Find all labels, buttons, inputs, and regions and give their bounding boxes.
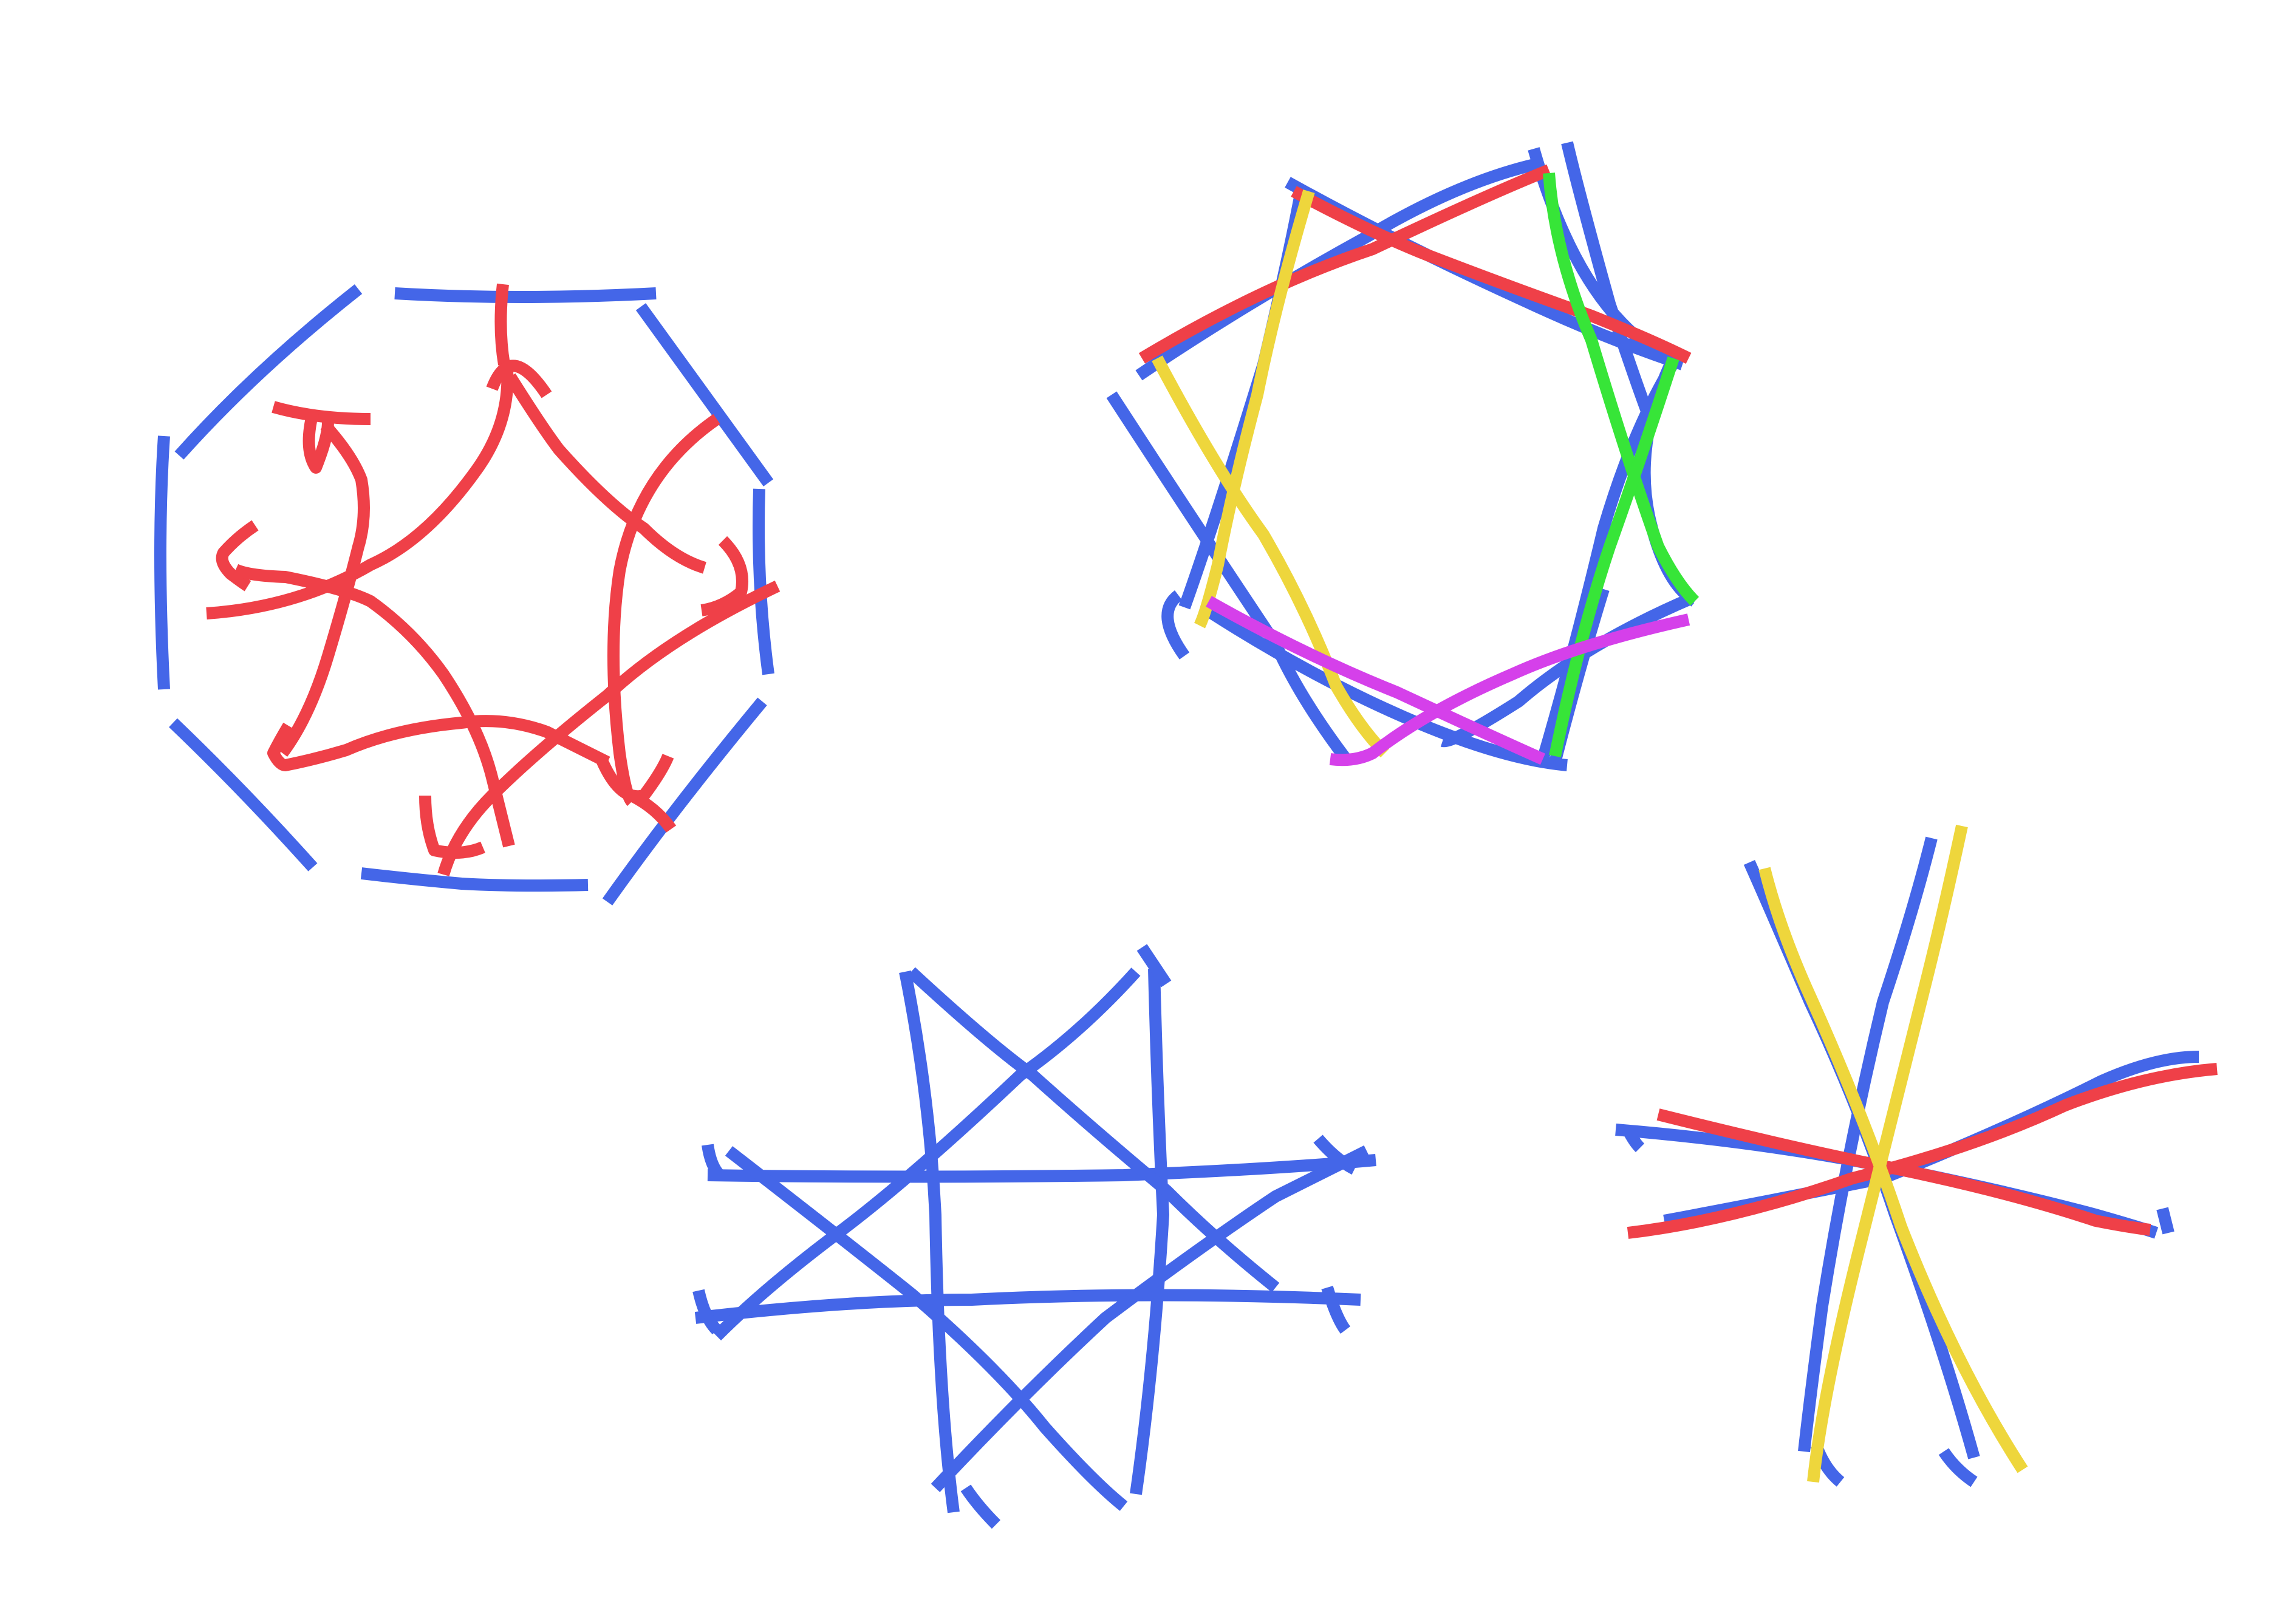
star-yellow-strokes (1152, 189, 1390, 758)
star-magenta-strokes (1206, 596, 1690, 766)
grid-blue-strokes (692, 944, 1376, 1529)
asterisk-yellow-strokes (1758, 824, 2028, 1483)
star-red-strokes (1138, 164, 1692, 364)
octagon-arrows (206, 283, 781, 876)
figure-asterisk (1615, 824, 2218, 1487)
figure-octagon (154, 283, 781, 906)
star-green-strokes (1543, 172, 1700, 758)
figure-star (1106, 141, 1700, 771)
figure-grid (692, 944, 1376, 1529)
octagon-outline (154, 284, 774, 906)
asterisk-red-strokes (1627, 1063, 2218, 1239)
